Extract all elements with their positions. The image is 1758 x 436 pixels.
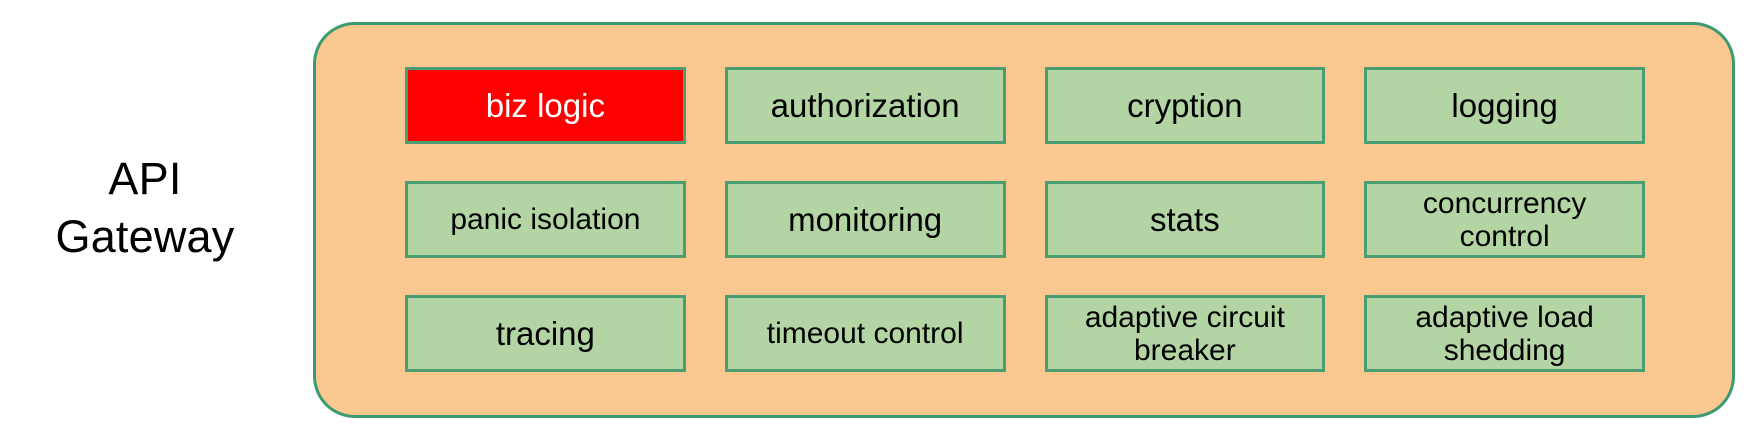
api-gateway-label: API Gateway — [55, 153, 235, 262]
capability-grid: biz logic authorization cryption logging… — [405, 67, 1645, 372]
capability-row-3: tracing timeout control adaptive circuit… — [405, 295, 1645, 372]
capability-box-logging[interactable]: logging — [1364, 67, 1645, 144]
capability-box-timeout-control[interactable]: timeout control — [724, 295, 1006, 372]
capability-box-panic-isolation[interactable]: panic isolation — [405, 181, 686, 258]
capability-box-adaptive-load-shedding[interactable]: adaptive load shedding — [1364, 295, 1645, 372]
capability-box-concurrency-control[interactable]: concurrency control — [1364, 181, 1645, 258]
capability-box-adaptive-circuit-breaker[interactable]: adaptive circuit breaker — [1044, 295, 1326, 372]
capability-box-cryption[interactable]: cryption — [1044, 67, 1326, 144]
capability-box-tracing[interactable]: tracing — [405, 295, 686, 372]
api-gateway-container: biz logic authorization cryption logging… — [313, 22, 1735, 418]
capability-row-2: panic isolation monitoring stats concurr… — [405, 181, 1645, 258]
capability-box-authorization[interactable]: authorization — [724, 67, 1006, 144]
capability-box-biz-logic[interactable]: biz logic — [405, 67, 686, 144]
capability-box-monitoring[interactable]: monitoring — [724, 181, 1006, 258]
capability-box-stats[interactable]: stats — [1044, 181, 1326, 258]
capability-row-1: biz logic authorization cryption logging — [405, 67, 1645, 144]
